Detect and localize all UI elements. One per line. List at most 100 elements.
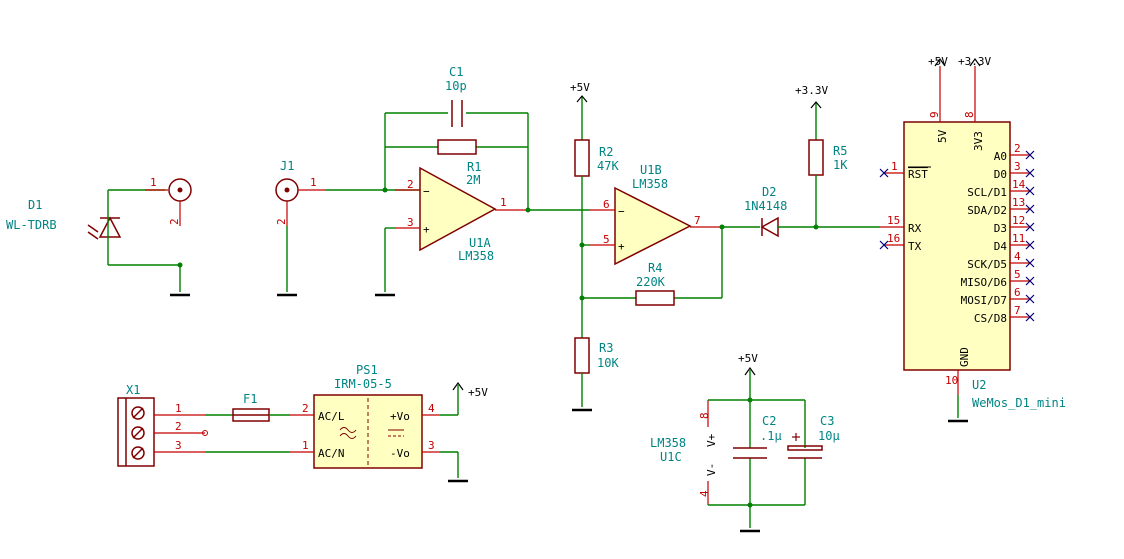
u2-pin-rx: RX	[908, 222, 922, 235]
u2-value: WeMos_D1_mini	[972, 396, 1066, 410]
u1b-pin5: 5	[603, 233, 610, 246]
c1-ref: C1	[449, 65, 463, 79]
u1c-ref: U1C	[660, 450, 682, 464]
u2-pin-d5: SCK/D5	[967, 258, 1007, 271]
r5-ref: R5	[833, 144, 847, 158]
no-connect-markers-left	[879, 168, 889, 250]
u2-pin-d3: D3	[994, 222, 1007, 235]
c3-value: 10µ	[818, 429, 840, 443]
ps1-pin-num-4: 4	[428, 402, 435, 415]
d2-value: 1N4148	[744, 199, 787, 213]
opamp-u1a[interactable]: 2 3 1 − + U1A LM358	[395, 166, 528, 263]
u1c-power-label: +5V	[738, 352, 758, 365]
photodiode-d1[interactable]: D1 WL-TDRB	[6, 190, 122, 265]
j1-ref: J1	[280, 159, 294, 173]
u2-pin8: 8	[963, 111, 976, 118]
r2-ref: R2	[599, 145, 613, 159]
u1b-plus: +	[618, 240, 625, 253]
u2-pin-num-2: 2	[1014, 142, 1021, 155]
d1-conn-pin1: 1	[150, 176, 157, 189]
resistor-r4[interactable]: R4 220K	[635, 261, 675, 306]
capacitor-c1[interactable]: C1 10p	[445, 65, 467, 127]
u2-pin-tx: TX	[908, 240, 922, 253]
resistor-r1[interactable]: R1 2M	[437, 139, 481, 187]
u2-pin-d7: MOSI/D7	[961, 294, 1007, 307]
u1a-ref: U1A	[469, 236, 491, 250]
u1b-pin6: 6	[603, 198, 610, 211]
r2-value: 47K	[597, 159, 619, 173]
u2-pin-num-1: 1	[891, 160, 898, 173]
r1-value: 2M	[466, 173, 480, 187]
u2-pin-num-14: 14	[1012, 178, 1026, 191]
d1-ref: D1	[28, 198, 42, 212]
u1a-pin2: 2	[407, 178, 414, 191]
r3-value: 10K	[597, 356, 619, 370]
u2-pin-d0: D0	[994, 168, 1007, 181]
c2-value: .1µ	[760, 429, 782, 443]
u2-pin-num-15: 15	[887, 214, 900, 227]
c1-value: 10p	[445, 79, 467, 93]
u1a-pin3: 3	[407, 216, 414, 229]
r1-ref: R1	[467, 160, 481, 174]
opamp-power-u1c[interactable]: 8 4 V+ V- LM358 U1C	[650, 400, 718, 505]
coax-connector-d1[interactable]: 1 2	[145, 176, 192, 226]
u1c-value: LM358	[650, 436, 686, 450]
j1-pin2: 2	[275, 218, 288, 225]
f1-ref: F1	[243, 392, 257, 406]
fuse-f1[interactable]: F1	[232, 392, 270, 422]
u2-pin-num-16: 16	[887, 232, 900, 245]
d1-conn-pin2: 2	[168, 218, 181, 225]
r5-power-label: +3.3V	[795, 84, 828, 97]
capacitor-c3[interactable]: C3 10µ	[787, 414, 840, 459]
u1c-vplus: V+	[705, 433, 718, 447]
ps1-pin-num-2: 2	[302, 402, 309, 415]
u2-pin-5v: 5V	[936, 129, 949, 143]
u2-pin-num-10: 10	[945, 374, 958, 387]
u2-pin-rst: RST	[908, 168, 928, 181]
ps1-pin-num-3: 3	[428, 439, 435, 452]
u2-pin-d2: SDA/D2	[967, 204, 1007, 217]
module-u2[interactable]: 9 8 5V 3V3 +5V +3.3V A0 D0 SCL/D1 SDA/D2…	[879, 55, 1066, 410]
ps1-pin-acn: AC/N	[318, 447, 345, 460]
u2-pin-d4: D4	[994, 240, 1008, 253]
u1b-value: LM358	[632, 177, 668, 191]
u1b-ref: U1B	[640, 163, 662, 177]
resistor-r5[interactable]: R5 1K	[808, 139, 848, 176]
u2-pin-gnd: GND	[958, 347, 971, 367]
ps1-pin-von: -Vo	[390, 447, 410, 460]
u2-pin-num-11: 11	[1012, 232, 1025, 245]
u1c-vminus: V-	[705, 463, 718, 476]
power-flag-33v-r5: +3.3V	[795, 84, 828, 140]
u2-pin-d6: MISO/D6	[961, 276, 1007, 289]
u2-pin-num-5: 5	[1014, 268, 1021, 281]
resistor-r3[interactable]: R3 10K	[574, 337, 619, 374]
r2-power-label: +5V	[570, 81, 590, 94]
u1a-minus: −	[423, 185, 430, 198]
u2-pin-num-4: 4	[1014, 250, 1021, 263]
u1b-pin7: 7	[694, 214, 701, 227]
power-flag-5v-r2: +5V	[570, 81, 590, 125]
terminal-block-x1[interactable]: X1 1 2 3	[117, 383, 208, 467]
ps1-pin-num-1: 1	[302, 439, 309, 452]
x1-ref: X1	[126, 383, 140, 397]
j1-pin1: 1	[310, 176, 317, 189]
d1-value: WL-TDRB	[6, 218, 57, 232]
r4-value: 220K	[636, 275, 666, 289]
diode-d2[interactable]: D2 1N4148	[744, 185, 787, 238]
u2-pin-num-6: 6	[1014, 286, 1021, 299]
no-connect-markers-right	[1025, 150, 1035, 322]
opamp-u1b[interactable]: 6 5 7 − + U1B LM358	[590, 163, 722, 266]
coax-connector-j1[interactable]: J1 1 2	[275, 159, 325, 226]
u1b-minus: −	[618, 205, 625, 218]
resistor-r2[interactable]: R2 47K	[574, 139, 619, 177]
power-supply-ps1[interactable]: AC/L AC/N +Vo -Vo 2 1 4 3 PS1 IRM-05-5	[290, 363, 440, 469]
u1a-plus: +	[423, 223, 430, 236]
x1-pin2: 2	[175, 420, 182, 433]
u2-pin-3v3: 3V3	[972, 131, 985, 151]
u2-pin-num-13: 13	[1012, 196, 1025, 209]
ps1-value: IRM-05-5	[334, 377, 392, 391]
r5-value: 1K	[833, 158, 848, 172]
capacitor-c2[interactable]: C2 .1µ	[733, 414, 782, 459]
u1a-pin1: 1	[500, 196, 507, 209]
